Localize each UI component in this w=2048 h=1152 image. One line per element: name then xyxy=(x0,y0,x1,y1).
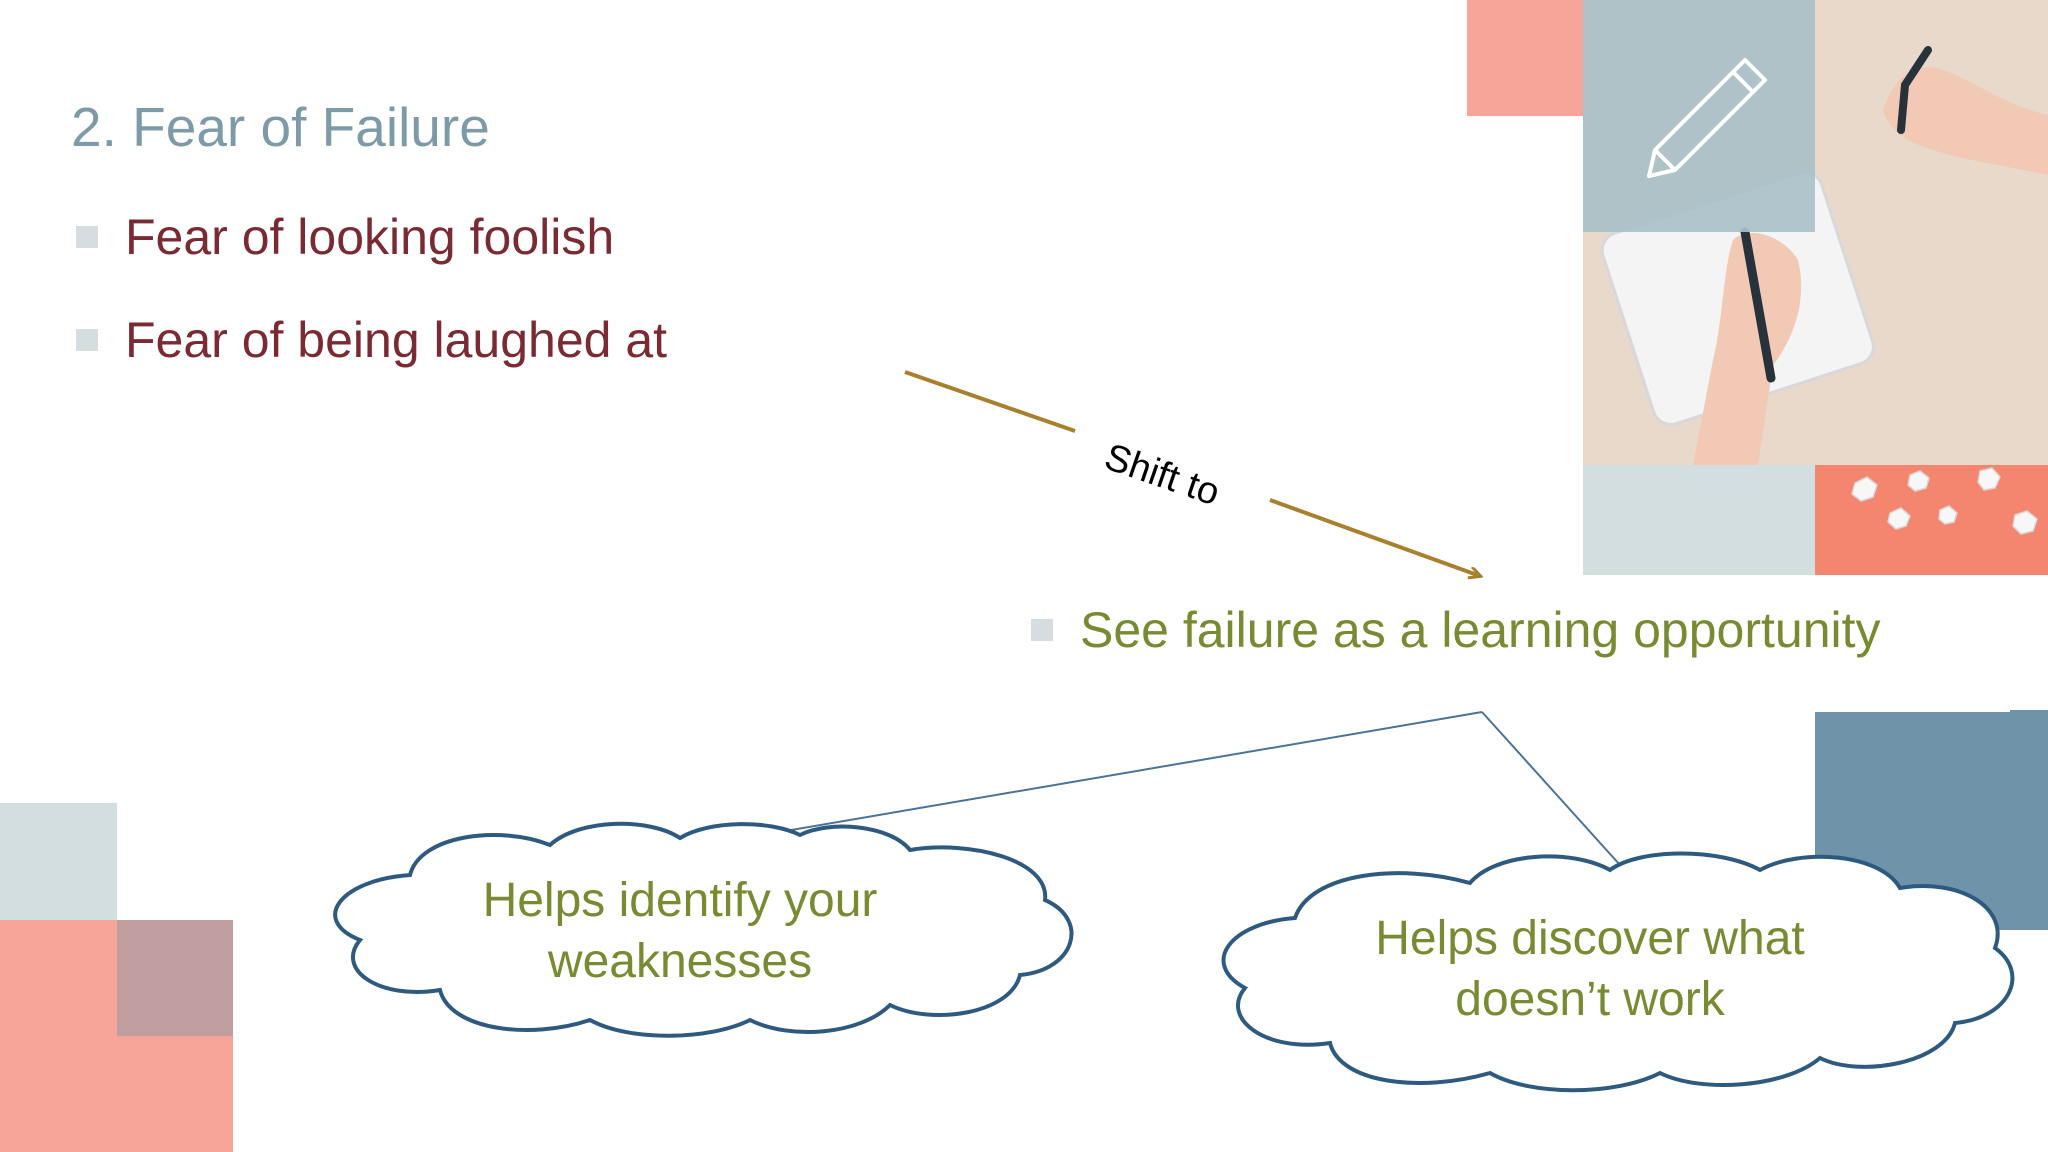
connector-line xyxy=(714,711,1483,844)
mauve-block-left xyxy=(117,920,233,1036)
list-item: Fear of looking foolish xyxy=(76,208,614,266)
connector-line xyxy=(1481,711,1621,866)
list-item-text: See failure as a learning opportunity xyxy=(1080,602,1881,658)
hands-writing-photo xyxy=(1583,0,2048,465)
cloud-text-left: Helps identify your weaknesses xyxy=(482,874,878,988)
bullet-square-icon xyxy=(76,328,98,351)
list-item-text: Fear of looking foolish xyxy=(125,209,615,265)
pale-blue-block-left xyxy=(0,803,117,920)
bullet-square-icon xyxy=(76,225,98,248)
coral-block-top xyxy=(1467,0,1583,116)
arrow-icon xyxy=(1269,498,1480,576)
cloud-callout-icon xyxy=(1221,851,2015,1093)
list-item: Fear of being laughed at xyxy=(76,311,667,369)
pencil-icon xyxy=(1647,58,1767,178)
cloud-callout-icon xyxy=(333,821,1074,1038)
cloud-callout-right xyxy=(1221,851,2015,1093)
list-item: See failure as a learning opportunity xyxy=(1031,601,1881,659)
cloud-text-right: Helps discover what doesn’t work xyxy=(1375,912,1805,1026)
pale-blue-block-right xyxy=(1583,465,1815,575)
bullet-square-icon xyxy=(1031,618,1053,641)
list-item-text: Fear of being laughed at xyxy=(125,312,668,368)
crumpled-paper-photo xyxy=(1815,465,2048,575)
slide-title: 2. Fear of Failure xyxy=(71,96,490,158)
cloud-callout-left xyxy=(333,821,1074,1038)
text-backdrop-panel xyxy=(1000,578,2010,712)
arrow-icon xyxy=(904,370,1076,433)
